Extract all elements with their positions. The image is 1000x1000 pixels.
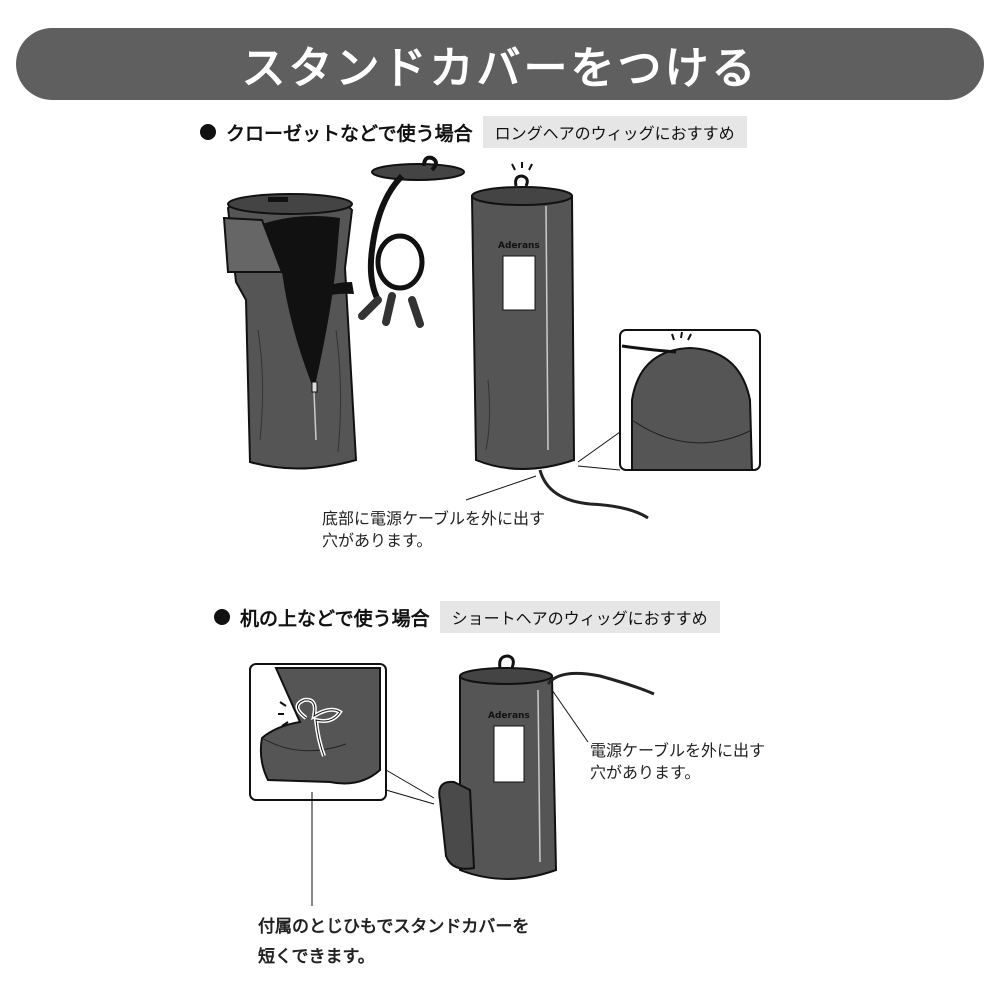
brand-label-1: Aderans	[498, 241, 540, 251]
insert-arrow-icon	[298, 282, 354, 316]
zoom-inset-cable-hole	[577, 329, 761, 471]
page-title: スタンドカバーをつける	[241, 43, 759, 94]
title-bar: スタンドカバーをつける	[16, 28, 984, 100]
section2-heading: 机の上などで使う場合 ショートヘアのウィッグにおすすめ	[214, 601, 720, 633]
section2-tie-caption-line1: 付属のとじひもでスタンドカバーを	[258, 917, 530, 937]
section2-cable-caption-line2: 穴があります。	[590, 763, 701, 782]
cable-caption-pointer	[551, 689, 589, 743]
section2-cable-caption: 電源ケーブルを外に出す 穴があります。	[590, 740, 765, 784]
section2-cable-caption-line1: 電源ケーブルを外に出す	[590, 741, 766, 760]
closed-cover-illustration: Aderans	[470, 162, 649, 520]
brand-label-2: Aderans	[488, 711, 530, 721]
section2-tie-caption-line2: 短くできます。	[258, 947, 375, 967]
section1-caption: 底部に電源ケーブルを外に出す 穴があります。	[322, 508, 545, 552]
short-cover-illustration: Aderans	[438, 654, 655, 880]
section2-tie-caption: 付属のとじひもでスタンドカバーを 短くできます。	[258, 912, 529, 972]
caption-pointer	[465, 475, 537, 501]
section1-caption-line1: 底部に電源ケーブルを外に出す	[322, 509, 546, 528]
section1-heading-text: クローゼットなどで使う場合	[226, 122, 473, 145]
section1-tag: ロングヘアのウィッグにおすすめ	[482, 116, 747, 148]
zoom-inset-tie	[249, 663, 387, 801]
section2-tag: ショートヘアのウィッグにおすすめ	[439, 601, 720, 633]
hanger-stand-illustration	[358, 155, 465, 328]
bullet-icon	[214, 609, 230, 625]
bullet-icon	[200, 124, 216, 140]
open-cover-illustration	[222, 193, 358, 470]
section1-heading: クローゼットなどで使う場合 ロングヘアのウィッグにおすすめ	[200, 116, 747, 148]
section2-heading-text: 机の上などで使う場合	[240, 607, 430, 630]
section1-caption-line2: 穴があります。	[322, 531, 433, 550]
